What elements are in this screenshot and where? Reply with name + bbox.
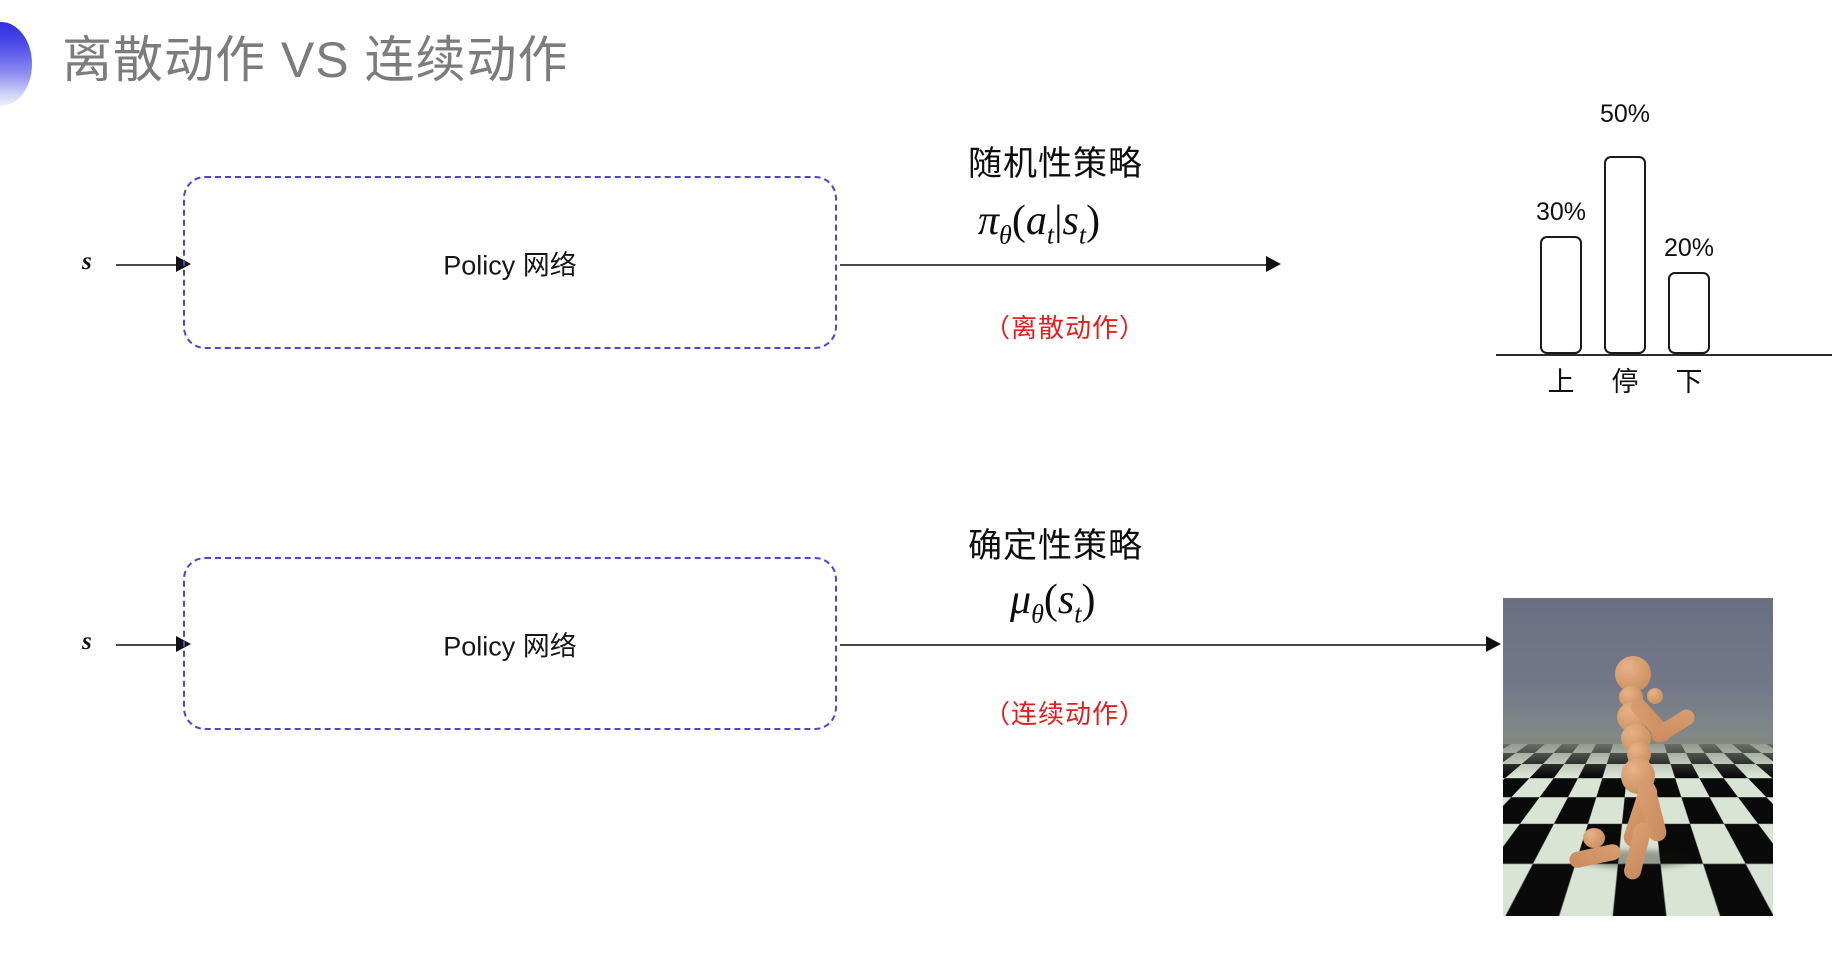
bar-tick-up: 上: [1547, 367, 1575, 397]
policy-network-box-discrete[interactable]: Policy 网络: [183, 176, 837, 349]
formula-arg1-discrete: a: [1025, 198, 1047, 244]
state-label-continuous: s: [82, 628, 92, 655]
humanoid-simulation-image: [1503, 598, 1773, 916]
state-label-discrete: s: [82, 248, 92, 275]
bar-value-down: 20%: [1663, 234, 1715, 262]
half-circle-bullet-icon: [0, 22, 32, 106]
bar-tick-stop: 停: [1611, 367, 1639, 397]
formula-head-continuous: μ: [1010, 577, 1032, 623]
bar-up: [1540, 236, 1582, 354]
chart-x-axis: [1496, 354, 1832, 356]
arrow-right-icon-output-discrete: [1266, 256, 1281, 272]
bar-stop: [1604, 156, 1646, 354]
input-arrow-line-discrete: [116, 264, 178, 266]
formula-arg2-discrete: s: [1062, 198, 1079, 244]
bar-down: [1668, 272, 1710, 354]
formula-arg1-sub-discrete: t: [1046, 220, 1055, 250]
formula-close-discrete: ): [1086, 198, 1101, 244]
formula-continuous: μθ(st): [1010, 576, 1095, 629]
formula-open-continuous: (: [1043, 577, 1058, 623]
probability-bar-chart: 30% 上 50% 停 20% 下: [1496, 96, 1846, 397]
bar-value-stop: 50%: [1599, 100, 1651, 128]
formula-arg1-sub-continuous: t: [1074, 599, 1082, 629]
formula-discrete: πθ(at|st): [978, 197, 1100, 250]
formula-open-discrete: (: [1011, 198, 1026, 244]
humanoid-foot: [1583, 828, 1605, 848]
output-arrow-line-discrete: [840, 264, 1270, 266]
arrow-right-icon-output-continuous: [1486, 636, 1501, 652]
page-title: 离散动作 VS 连续动作: [62, 32, 569, 88]
formula-head-discrete: π: [978, 198, 1000, 244]
policy-kind-discrete: 随机性策略: [968, 145, 1143, 183]
formula-arg2-sub-discrete: t: [1078, 220, 1087, 250]
action-note-continuous: （连续动作）: [984, 699, 1147, 729]
policy-kind-continuous: 确定性策略: [968, 527, 1143, 565]
policy-network-label-continuous: Policy 网络: [443, 631, 577, 661]
policy-network-box-continuous[interactable]: Policy 网络: [183, 557, 837, 730]
output-arrow-line-continuous: [840, 644, 1490, 646]
input-arrow-line-continuous: [116, 644, 178, 646]
bar-tick-down: 下: [1675, 367, 1703, 397]
humanoid-hand: [1647, 688, 1663, 704]
formula-head-sub-continuous: θ: [1031, 599, 1044, 629]
formula-close-continuous: ): [1081, 577, 1096, 623]
policy-network-label-discrete: Policy 网络: [443, 250, 577, 280]
formula-bar-discrete: |: [1054, 198, 1063, 244]
action-note-discrete: （离散动作）: [984, 313, 1147, 343]
formula-head-sub-discrete: θ: [999, 220, 1012, 250]
bar-value-up: 30%: [1535, 198, 1587, 226]
formula-arg1-continuous: s: [1057, 577, 1075, 623]
